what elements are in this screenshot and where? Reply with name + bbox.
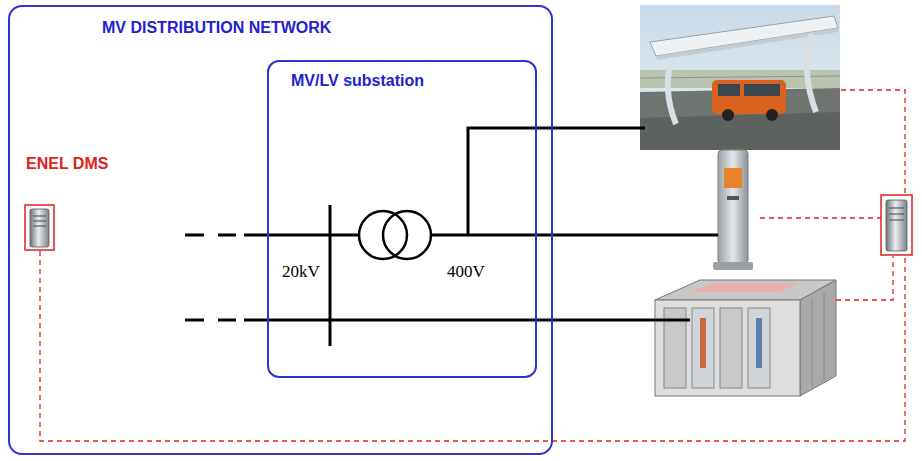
voltage-label: 400V — [446, 262, 486, 282]
node-title: ENEL DMS — [26, 155, 108, 173]
node-title: MV/LV substation — [291, 72, 424, 90]
communication-links — [40, 90, 905, 441]
server-icon — [25, 205, 54, 250]
charging-post — [713, 150, 753, 270]
server-icon — [881, 195, 912, 255]
transformer-symbol — [359, 211, 431, 259]
node-title: MV DISTRIBUTION NETWORK — [102, 19, 331, 37]
voltage-label: 20kV — [281, 262, 321, 282]
network-region: MV DISTRIBUTION NETWORK MV/LV substationE… — [8, 5, 553, 455]
power-lines — [185, 128, 718, 346]
storage-container — [655, 280, 836, 396]
dms-server: ENEL DMS — [24, 155, 115, 251]
carport-photo — [640, 5, 840, 150]
substation-box: MV/LV substation — [267, 60, 537, 378]
